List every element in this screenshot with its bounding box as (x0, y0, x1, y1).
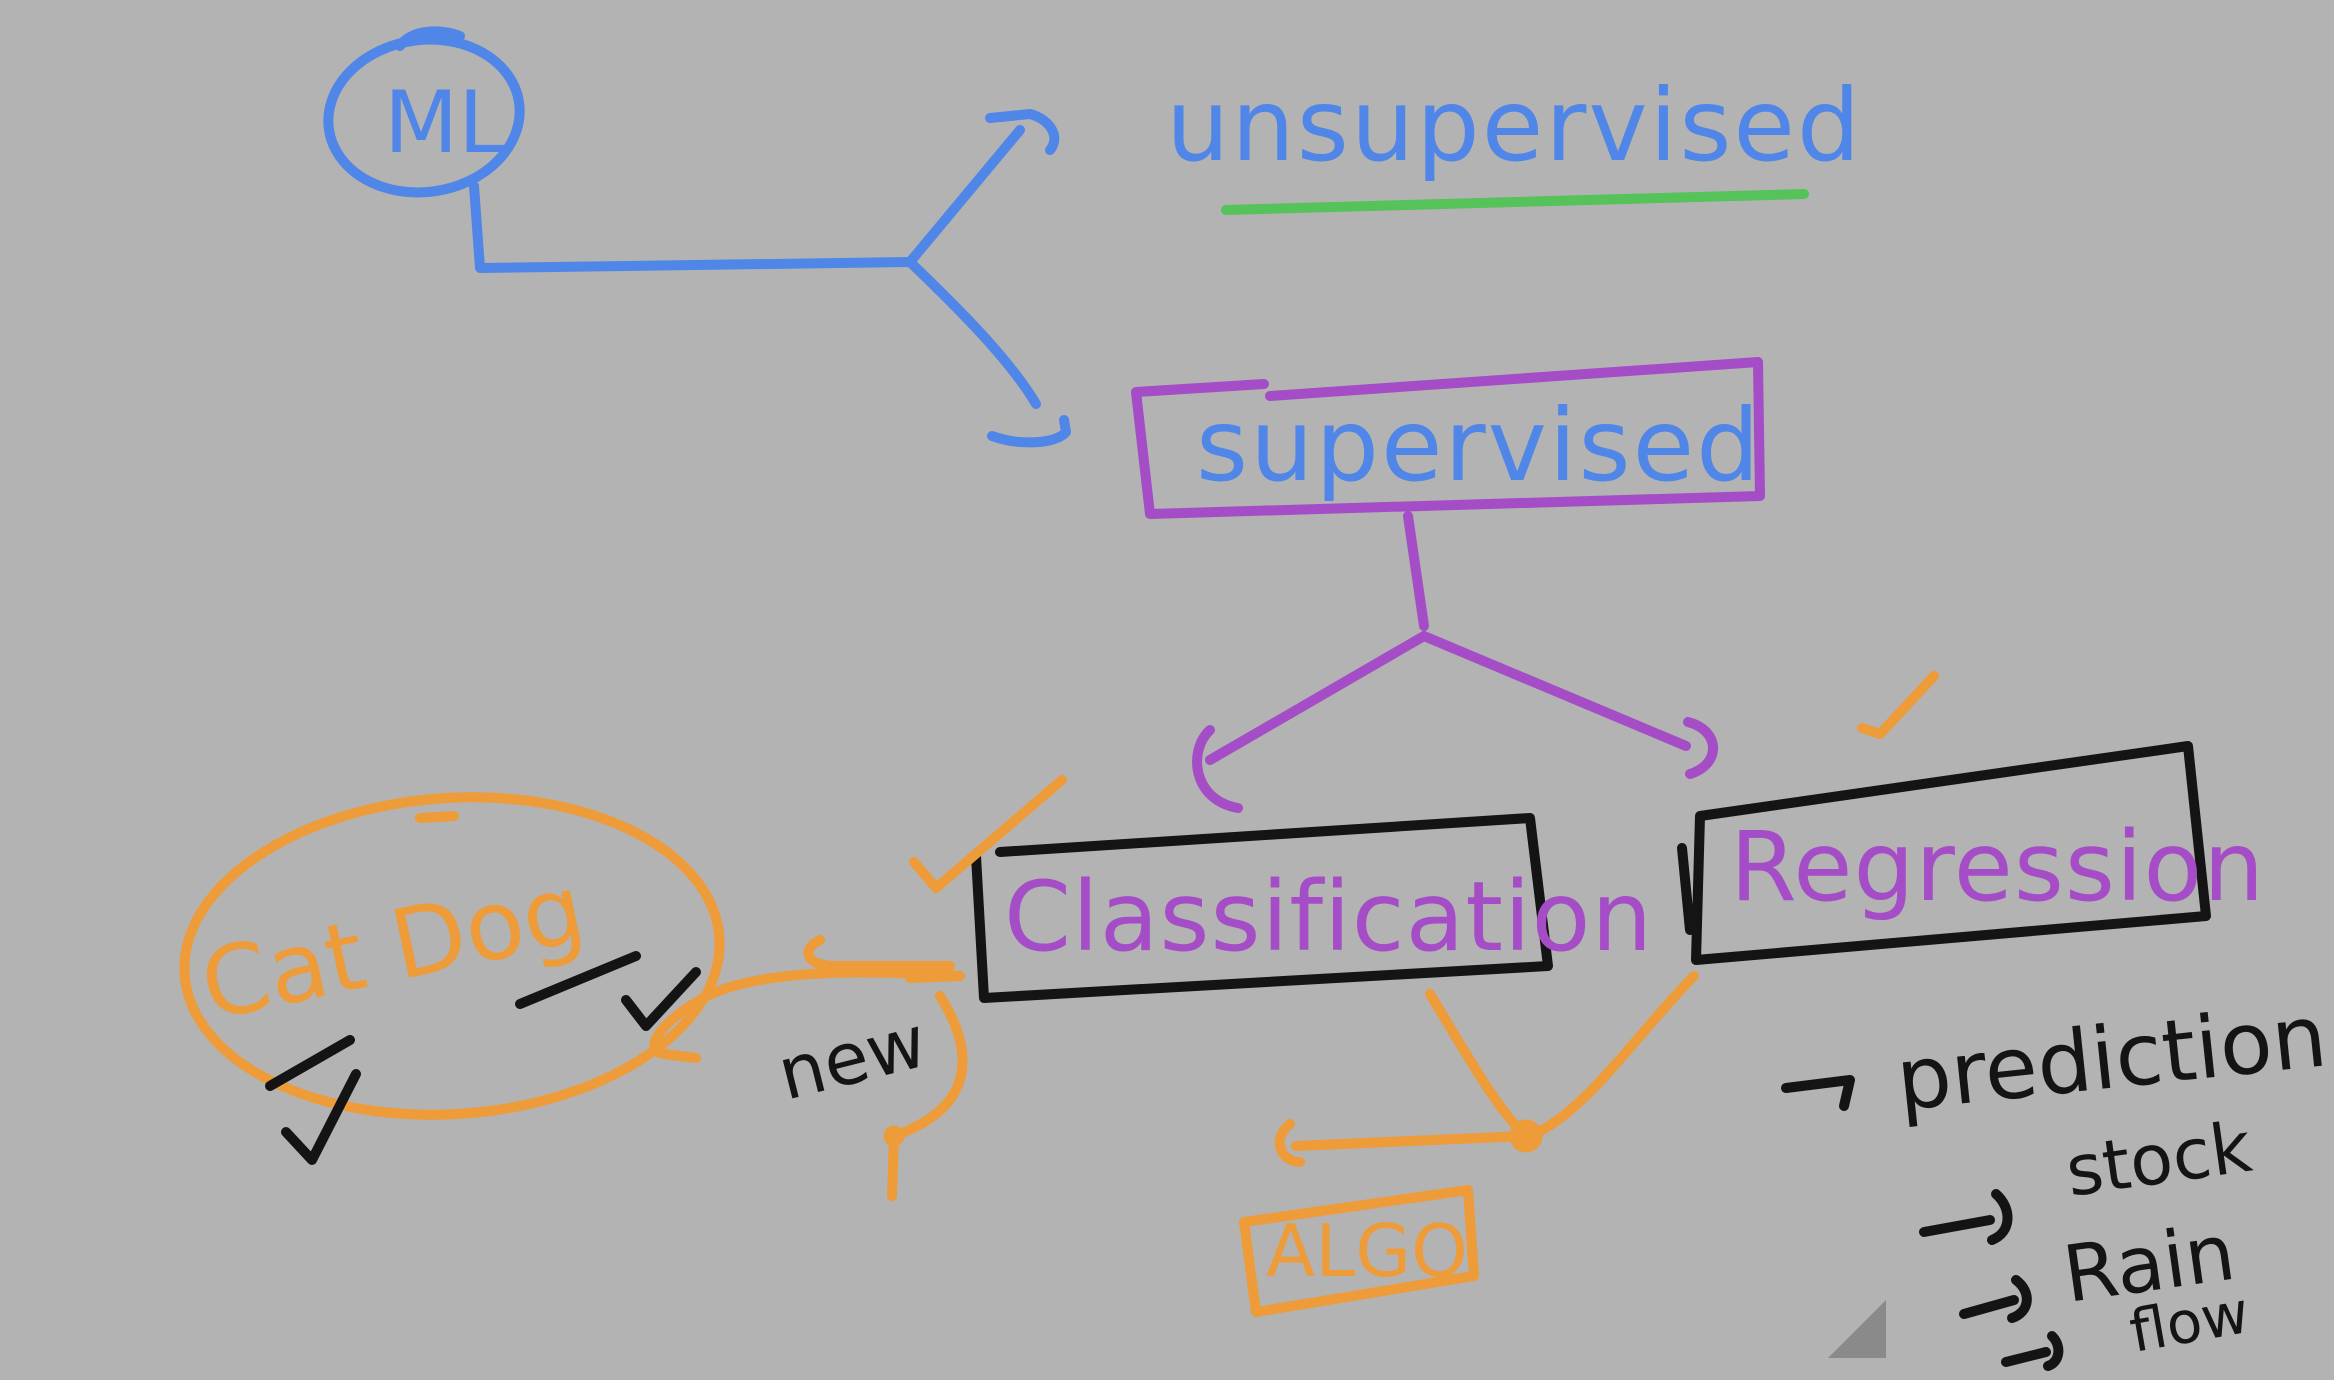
black-checkmarks (265, 951, 701, 1165)
classification-checkmark-icon (909, 775, 1067, 893)
ml-trunk-line (469, 181, 915, 273)
regression-to-algo-line (1523, 971, 1699, 1141)
algo-arrow-icon (1274, 1119, 1305, 1167)
regression-branch-line (1419, 631, 1691, 751)
classification-to-algo-line (1425, 989, 1529, 1139)
ml-label: ML (384, 73, 506, 173)
classification-node (971, 813, 1553, 1003)
prediction-arrow-icon (1781, 1075, 1855, 1111)
supervised-node (1131, 357, 1765, 519)
flow-arrow-icon (2001, 1331, 2064, 1371)
stock-arrow-icon (1919, 1189, 2013, 1245)
unsupervised-arrow-icon (985, 109, 1060, 155)
orange-flow-lines (649, 935, 1699, 1317)
supervised-box (1131, 357, 1765, 519)
whiteboard-canvas (164, 64, 1886, 1358)
checkmark-icon-2 (621, 967, 701, 1031)
classification-label: Classification (1004, 861, 1653, 973)
dash-mark-2 (515, 951, 641, 1009)
algo-box (1239, 1185, 1479, 1317)
dash-mark (265, 1035, 355, 1091)
new-arrow-icon (803, 935, 955, 971)
prediction-note: prediction (1892, 986, 2332, 1131)
cat-dog-node (179, 792, 725, 1120)
regression-checkmark-icon (1857, 671, 1939, 739)
algo-label: ALGO (1266, 1209, 1468, 1293)
supervised-trunk-line (1403, 511, 1429, 631)
regression-box (1691, 741, 2211, 965)
new-label: new (770, 999, 935, 1117)
new-loop-dot (883, 1125, 905, 1147)
new-to-catdog-line (649, 967, 965, 1063)
ml-circle (323, 34, 525, 198)
checkmark-icon (281, 1069, 361, 1165)
supervised-label: supervised (1196, 387, 1762, 504)
page-curl-icon (1828, 1300, 1886, 1358)
algo-junction-dot (1509, 1119, 1543, 1153)
ml-node (323, 26, 525, 198)
supervised-split-lines (1192, 511, 1718, 813)
new-loop-line (887, 991, 968, 1201)
algo-input-line (1291, 1131, 1531, 1151)
classification-arrow-icon (1192, 725, 1243, 813)
unsupervised-underline (1221, 189, 1809, 215)
regression-node (1677, 741, 2211, 965)
supervised-arrow-icon (987, 415, 1071, 448)
flow-note: flow (2125, 1278, 2254, 1366)
cat-dog-circle (179, 792, 725, 1120)
supervised-branch-line (905, 257, 1041, 409)
stock-note: stock (2061, 1106, 2257, 1213)
unsupervised-branch-line (905, 125, 1025, 267)
classification-branch-line (1205, 631, 1429, 765)
regression-arrow-icon (1683, 717, 1718, 779)
cat-dog-circle-overlap (415, 811, 459, 823)
unsupervised-label: unsupervised (1166, 67, 1862, 184)
rain-arrow-icon (1959, 1275, 2032, 1323)
ml-circle-overlap (395, 26, 465, 51)
classification-box (971, 813, 1553, 1003)
regression-label: Regression (1730, 811, 2265, 923)
cat-dog-label: Cat Dog (191, 852, 593, 1042)
ml-branch-lines (469, 109, 1071, 448)
rain-note: Rain (2058, 1208, 2240, 1321)
regression-box-edge (1677, 843, 1695, 935)
